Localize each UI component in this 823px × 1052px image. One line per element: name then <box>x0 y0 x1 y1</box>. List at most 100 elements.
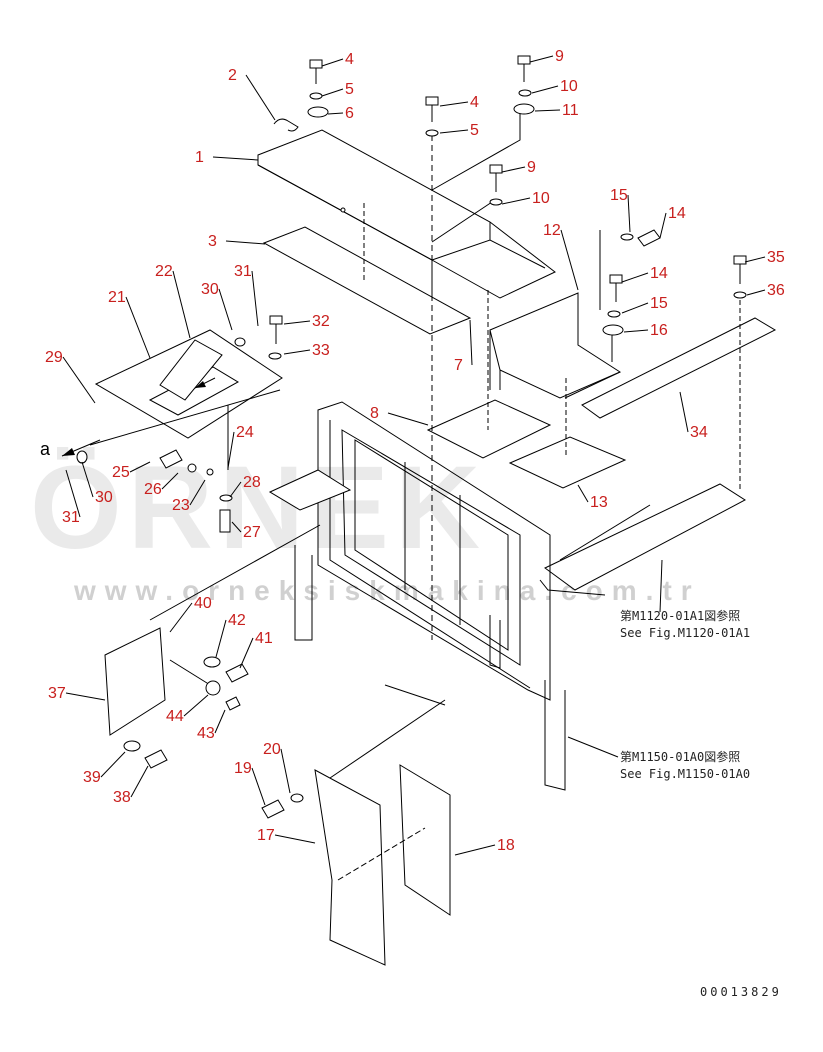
part-number: 28 <box>243 474 261 491</box>
part-number: 9 <box>555 48 564 65</box>
view-a-arrow: a <box>40 377 216 459</box>
part-number: 20 <box>263 741 281 758</box>
part-label-4: 4 <box>321 51 354 68</box>
leader-lines <box>89 112 651 779</box>
part-label-3: 3 <box>208 233 266 250</box>
part-label-5: 5 <box>321 81 354 98</box>
insulation-pad <box>399 764 451 916</box>
part-number: 22 <box>155 263 173 280</box>
part-labels: 1234564591011910121415141516353678133421… <box>45 48 785 856</box>
part-label-21: 21 <box>108 289 151 359</box>
part-label-1: 1 <box>195 149 259 166</box>
leader-line <box>212 156 259 161</box>
leader-line <box>621 272 649 283</box>
part-label-7: 7 <box>454 319 473 374</box>
part-label-5: 5 <box>439 122 479 139</box>
right-rail <box>544 300 777 591</box>
part-label-28: 28 <box>229 474 261 498</box>
leader-line <box>501 166 526 173</box>
part-label-9: 9 <box>529 48 564 65</box>
part-number: 1 <box>195 149 204 166</box>
part-label-40: 40 <box>169 595 212 633</box>
leader-line <box>81 461 94 498</box>
leader-line <box>274 834 316 844</box>
part-label-16: 16 <box>623 322 668 339</box>
leader-line <box>231 521 242 533</box>
ref-m1120-en: See Fig.M1120-01A1 <box>620 626 750 640</box>
part-number: 14 <box>650 265 668 282</box>
part-number: 4 <box>470 94 479 111</box>
part-label-8: 8 <box>370 405 429 426</box>
leader-line <box>172 270 191 339</box>
part-number: 42 <box>228 612 246 629</box>
part-label-33: 33 <box>283 342 330 359</box>
leader-line <box>214 709 226 734</box>
leader-line <box>239 637 254 669</box>
part-number: 31 <box>62 509 80 526</box>
part-label-23: 23 <box>172 479 206 514</box>
part-number: 30 <box>95 489 113 506</box>
part-number: 6 <box>345 105 354 122</box>
part-number: 26 <box>144 481 162 498</box>
leader-line <box>439 129 469 134</box>
leader-line <box>218 288 233 331</box>
part-label-30: 30 <box>201 281 233 331</box>
part-number: 25 <box>112 464 130 481</box>
part-label-6: 6 <box>327 105 354 122</box>
part-number: 33 <box>312 342 330 359</box>
part-label-15: 15 <box>610 187 631 233</box>
part-number: 29 <box>45 349 63 366</box>
part-label-14: 14 <box>659 205 686 239</box>
part-number: 8 <box>370 405 379 422</box>
ref-m1150-en: See Fig.M1150-01A0 <box>620 767 750 781</box>
leader-line <box>251 270 259 327</box>
side-panel <box>104 627 166 736</box>
part-label-31: 31 <box>62 469 81 526</box>
ref-m1120-jp: 第M1120-01A1図参照 <box>620 608 740 623</box>
leader-line <box>225 240 266 245</box>
part-number: 5 <box>470 122 479 139</box>
part-label-10: 10 <box>501 190 550 207</box>
part-number: 9 <box>527 159 536 176</box>
leader-line <box>744 256 766 263</box>
part-number: 10 <box>560 78 578 95</box>
part-number: 38 <box>113 789 131 806</box>
part-label-13: 13 <box>577 484 608 511</box>
part-label-15: 15 <box>621 295 668 314</box>
part-number: 7 <box>454 357 463 374</box>
part-label-14: 14 <box>621 265 668 283</box>
part-number: 13 <box>590 494 608 511</box>
part-number: 11 <box>562 102 579 119</box>
part-label-20: 20 <box>263 741 291 794</box>
part-label-43: 43 <box>197 709 226 742</box>
leader-line <box>501 197 531 205</box>
leader-line <box>280 748 291 794</box>
part-label-12: 12 <box>543 222 579 291</box>
watermark-letters: ÖRNEK <box>30 442 486 574</box>
leader-line <box>577 484 589 503</box>
part-number: 24 <box>236 424 254 441</box>
part-label-32: 32 <box>283 313 330 330</box>
part-label-38: 38 <box>113 765 149 806</box>
part-label-30: 30 <box>81 461 113 506</box>
main-frame <box>268 401 606 791</box>
right-pad <box>508 436 627 489</box>
leader-line <box>183 694 209 717</box>
part-number: 12 <box>543 222 561 239</box>
leader-line <box>189 479 206 506</box>
part-number: 43 <box>197 725 215 742</box>
part-label-11: 11 <box>534 102 579 119</box>
leader-line <box>245 74 276 121</box>
leader-line <box>65 692 106 701</box>
figure-references: 第M1120-01A1図参照 See Fig.M1120-01A1 第M1150… <box>567 559 750 781</box>
part-label-36: 36 <box>746 282 785 299</box>
part-number: 15 <box>650 295 668 312</box>
part-number: 23 <box>172 497 190 514</box>
part-label-34: 34 <box>679 391 708 441</box>
leader-line <box>623 329 649 333</box>
part-number: 32 <box>312 313 330 330</box>
ref-m1150-jp: 第M1150-01A0図参照 <box>620 749 740 764</box>
top-pad <box>262 226 472 335</box>
part-number: 30 <box>201 281 219 298</box>
part-number: 2 <box>228 67 237 84</box>
